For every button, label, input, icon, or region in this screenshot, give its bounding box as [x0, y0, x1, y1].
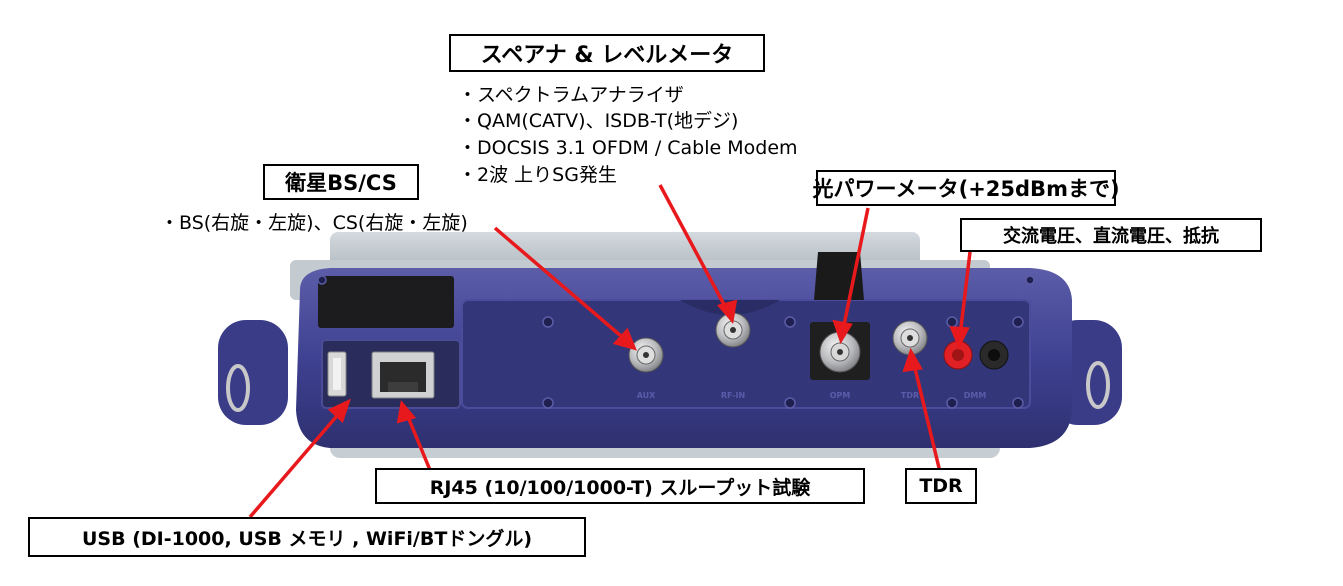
arrow-optical-head — [832, 319, 853, 345]
arrow-rj45 — [404, 411, 432, 471]
rj45-title-box: RJ45 (10/100/1000-T) スループット試験 — [375, 468, 865, 504]
spectrum-item-3: ・DOCSIS 3.1 OFDM / Cable Modem — [458, 137, 798, 159]
arrow-tdr-head — [902, 347, 923, 373]
port-label-opm: OPM — [830, 391, 851, 400]
spectrum-item-2: ・QAM(CATV)、ISDB-T(地デジ) — [458, 110, 739, 132]
usb-cover-flap — [318, 276, 454, 328]
opm-connector — [810, 252, 870, 380]
spectrum-item-4: ・2波 上りSG発生 — [458, 164, 617, 186]
arrow-usb-head — [327, 398, 351, 424]
spectrum-title: スペアナ & レベルメータ — [480, 43, 734, 68]
aux-connector — [628, 337, 664, 373]
arrow-rj45-head — [396, 400, 417, 424]
rj45-port — [371, 351, 435, 399]
usb-title-box: USB (DI-1000, USB メモリ , WiFi/BTドングル) — [28, 517, 586, 557]
spectrum-title-box: スペアナ & レベルメータ — [449, 34, 765, 72]
spectrum-item-1: ・スペクトラムアナライザ — [458, 84, 684, 106]
arrow-satellite-head — [612, 327, 637, 351]
dmm-title: 交流電圧、直流電圧、抵抗 — [1003, 226, 1219, 247]
arrow-dmm-head — [949, 326, 970, 350]
dmm-title-box: 交流電圧、直流電圧、抵抗 — [960, 218, 1262, 252]
tdr-connector — [892, 320, 928, 356]
callout-arrows — [248, 184, 972, 519]
port-label-aux: AUX — [637, 391, 656, 400]
left-grip — [218, 320, 288, 425]
arrow-spectrum — [658, 184, 730, 313]
arrow-usb — [248, 408, 344, 519]
tdr-title-box: TDR — [905, 468, 977, 504]
optical-title-box: 光パワーメータ(+25dBmまで) — [812, 170, 1120, 206]
arrow-optical — [841, 207, 870, 331]
usb-port — [327, 351, 347, 397]
tdr-title: TDR — [919, 475, 963, 497]
arrow-dmm — [958, 251, 972, 337]
port-label-tdr: TDR — [901, 391, 919, 400]
rf-in-connector — [715, 312, 751, 348]
usb-title: USB (DI-1000, USB メモリ , WiFi/BTドングル) — [81, 527, 533, 550]
arrow-satellite — [493, 226, 630, 344]
dmm-jacks — [943, 340, 1009, 370]
arrow-tdr — [911, 359, 942, 473]
satellite-title-box: 衛星BS/CS — [263, 164, 419, 200]
panel-screws — [317, 275, 1035, 409]
port-label-dmm: DMM — [964, 391, 987, 400]
rj45-title: RJ45 (10/100/1000-T) スループット試験 — [429, 476, 811, 499]
arrow-spectrum-head — [716, 299, 738, 324]
satellite-desc: ・BS(右旋・左旋)、CS(右旋・左旋) — [160, 212, 468, 234]
optical-title: 光パワーメータ(+25dBmまで) — [812, 177, 1120, 201]
satellite-title: 衛星BS/CS — [285, 171, 397, 195]
port-label-rfin: RF-IN — [721, 391, 745, 400]
